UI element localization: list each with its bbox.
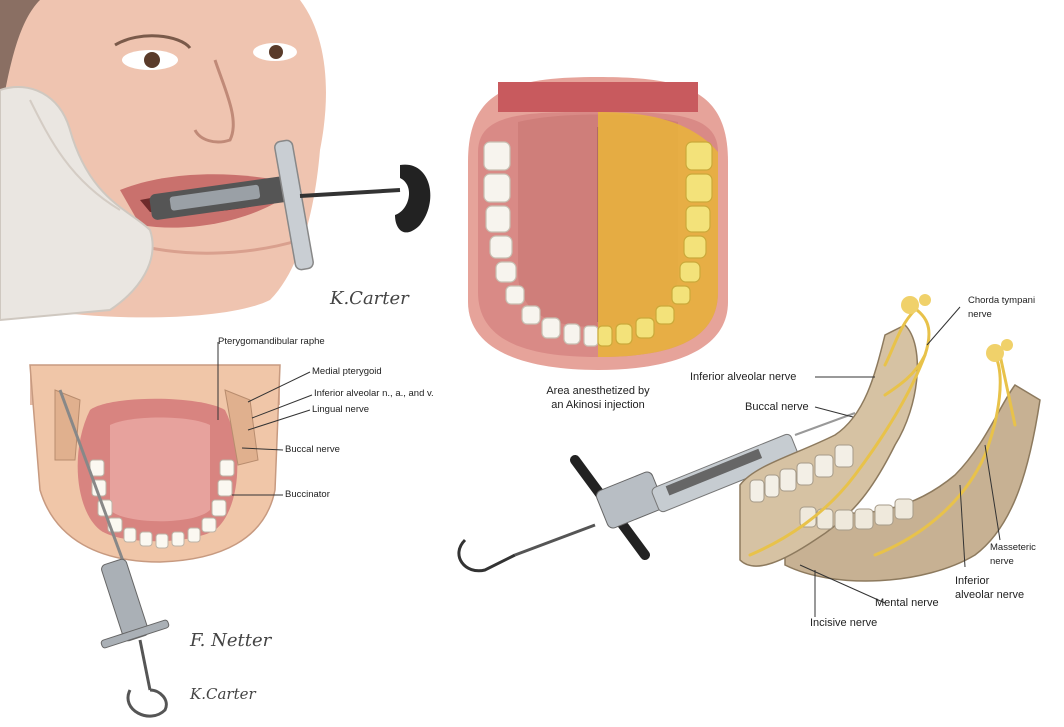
label-mental-nerve: Mental nerve (875, 597, 939, 609)
label-incisive-nerve: Incisive nerve (810, 617, 877, 629)
mandible-nerve-illustration: Chorda tympani nerve Inferior alveolar n… (455, 285, 1064, 665)
netter-signature: F. Netter (190, 630, 271, 651)
label-medial-pterygoid: Medial pterygoid (312, 366, 382, 378)
label-lingual-nerve: Lingual nerve (312, 404, 369, 416)
label-inferior-alveolar-line1: Inferior (955, 575, 989, 587)
label-inferior-alveolar-nav: Inferior alveolar n., a., and v. (314, 388, 434, 400)
label-inferior-alveolar-nerve-top: Inferior alveolar nerve (690, 371, 796, 383)
carter-signature-section: K.Carter (190, 685, 256, 703)
face-signature: K.Carter (330, 288, 409, 309)
label-inferior-alveolar-line2: alveolar nerve (955, 589, 1024, 601)
label-chorda-tympani-line2: nerve (968, 309, 992, 321)
label-buccinator: Buccinator (285, 489, 330, 501)
label-masseteric-line1: Masseteric (990, 542, 1036, 554)
cross-section-illustration: Pterygomandibular raphe Medial pterygoid… (0, 330, 470, 727)
label-masseteric-line2: nerve (990, 556, 1014, 568)
label-buccal-nerve-mandible: Buccal nerve (745, 401, 809, 413)
face-illustration: K.Carter (0, 0, 440, 322)
mandible-drawing (455, 285, 1064, 665)
face-drawing (0, 0, 440, 322)
label-chorda-tympani-line1: Chorda tympani (968, 295, 1035, 307)
label-buccal-nerve-section: Buccal nerve (285, 444, 340, 456)
label-pterygomandibular-raphe: Pterygomandibular raphe (218, 336, 325, 348)
